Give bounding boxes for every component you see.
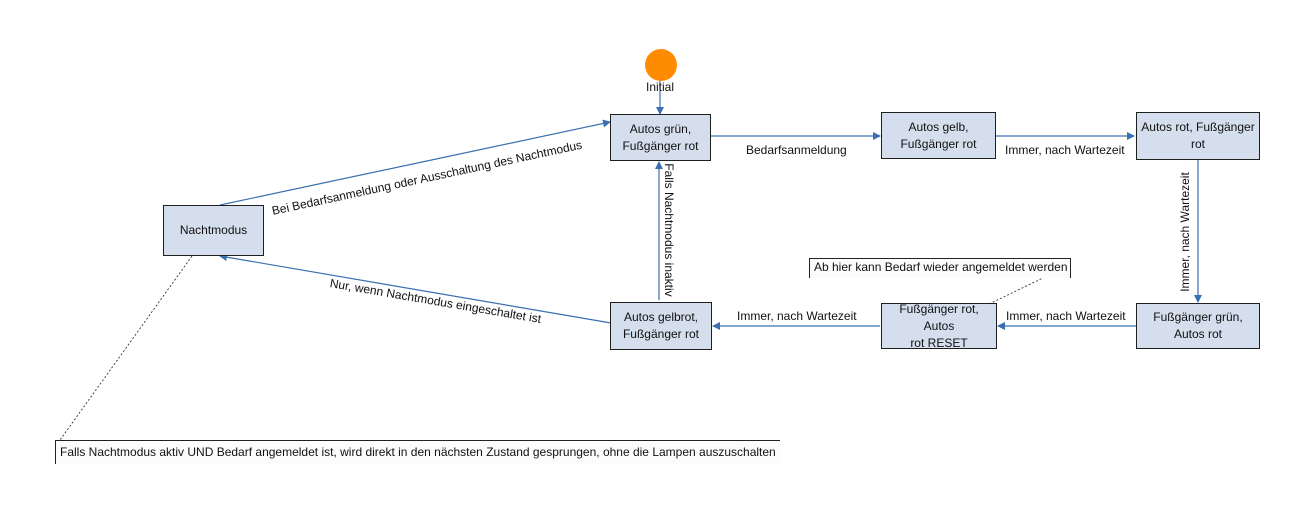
edge-nacht-ein bbox=[219, 253, 612, 324]
edge-label-wartezeit: Immer, nach Wartezeit bbox=[1006, 309, 1126, 323]
initial-label: Initial bbox=[646, 80, 675, 94]
state-line: Nachtmodus bbox=[179, 223, 248, 237]
edge-label-wartezeit: Immer, nach Wartezeit bbox=[1005, 143, 1125, 157]
state-autos-gelb[interactable]: Autos gelb, Fußgänger rot bbox=[881, 112, 996, 159]
edge-label-inaktiv: Falls Nachtmodus inaktiv bbox=[662, 163, 676, 297]
note-connector-bedarf bbox=[986, 276, 1046, 306]
edge-nacht-aus bbox=[219, 119, 611, 206]
state-line: Autos rot, Fußgänger bbox=[1141, 120, 1255, 134]
state-line: Fußgänger rot, Autos bbox=[899, 301, 979, 333]
initial-node bbox=[645, 49, 677, 81]
state-line: Autos gelb, bbox=[908, 119, 969, 134]
state-nachtmodus[interactable]: Nachtmodus bbox=[163, 205, 264, 256]
state-line: Fußgänger grün, bbox=[1153, 310, 1243, 324]
state-line: Autos gelbrot, bbox=[623, 310, 699, 324]
edge-label-wartezeit: Immer, nach Wartezeit bbox=[737, 309, 857, 323]
state-autos-gruen[interactable]: Autos grün, Fußgänger rot bbox=[610, 114, 711, 161]
state-autos-rot[interactable]: Autos rot, Fußgänger rot bbox=[1136, 112, 1260, 160]
note-direkt: Falls Nachtmodus aktiv UND Bedarf angeme… bbox=[55, 440, 780, 464]
state-line: rot bbox=[1190, 137, 1205, 151]
edge-label-wartezeit-vertical: Immer, nach Wartezeit bbox=[1177, 172, 1192, 292]
note-connector-direkt bbox=[59, 255, 193, 441]
state-line: rot RESET bbox=[910, 335, 968, 350]
edge-label-bedarf: Bedarfsanmeldung bbox=[746, 143, 847, 157]
state-line: Autos rot bbox=[1173, 327, 1222, 341]
state-fussgaenger-gruen[interactable]: Fußgänger grün, Autos rot bbox=[1136, 303, 1260, 349]
note-bedarf-wieder: Ab hier kann Bedarf wieder angemeldet we… bbox=[809, 258, 1071, 278]
state-line: Autos grün, bbox=[629, 121, 692, 136]
state-line: Fußgänger rot bbox=[900, 136, 977, 151]
state-reset[interactable]: Fußgänger rot, Autos rot RESET bbox=[881, 301, 997, 350]
state-autos-gelbrot[interactable]: Autos gelbrot, Fußgänger rot bbox=[610, 302, 712, 350]
state-line: Fußgänger rot bbox=[622, 327, 700, 341]
state-line: Fußgänger rot bbox=[622, 138, 699, 153]
